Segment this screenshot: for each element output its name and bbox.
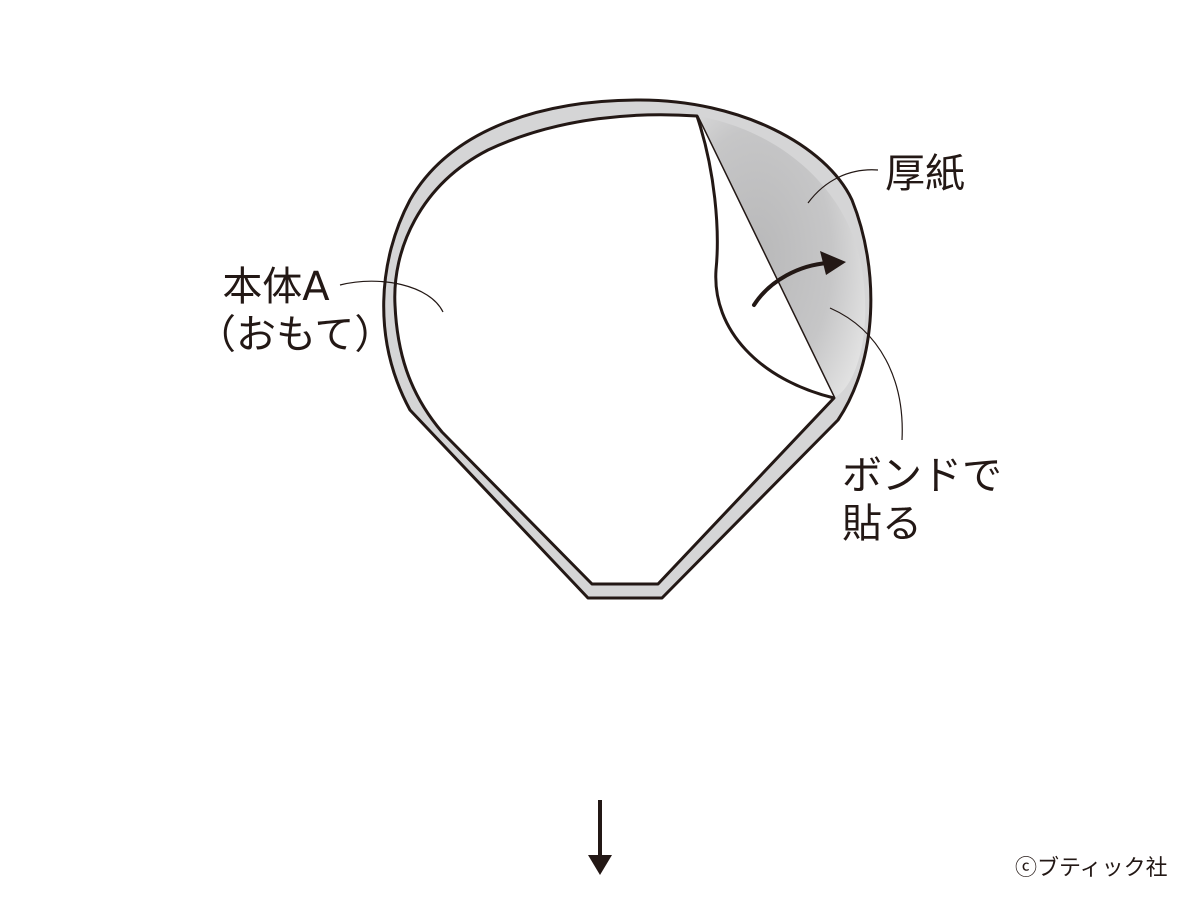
label-glue: ボンドで 貼る [842,452,1002,548]
copyright-notice: ⓒブティック社 [1015,856,1168,881]
leader-line-cardboard [807,169,879,204]
label-glue-line2: 貼る [842,501,922,547]
label-cardboard: 厚紙 [885,150,965,198]
peeled-flap-edge [695,115,835,400]
label-body-a-line2: （おもて） [196,312,395,358]
stick-direction-arrowhead [820,251,846,275]
stick-direction-arrow [752,261,830,307]
label-body-a-line1: 本体A [222,264,330,310]
label-glue-line1: ボンドで [842,453,1002,499]
label-cardboard-text: 厚紙 [885,151,965,197]
next-step-arrow-head [588,855,612,875]
label-body-a: 本体A （おもて） [196,263,395,359]
leader-line-glue [829,307,903,441]
leader-line-body-a [339,280,444,313]
